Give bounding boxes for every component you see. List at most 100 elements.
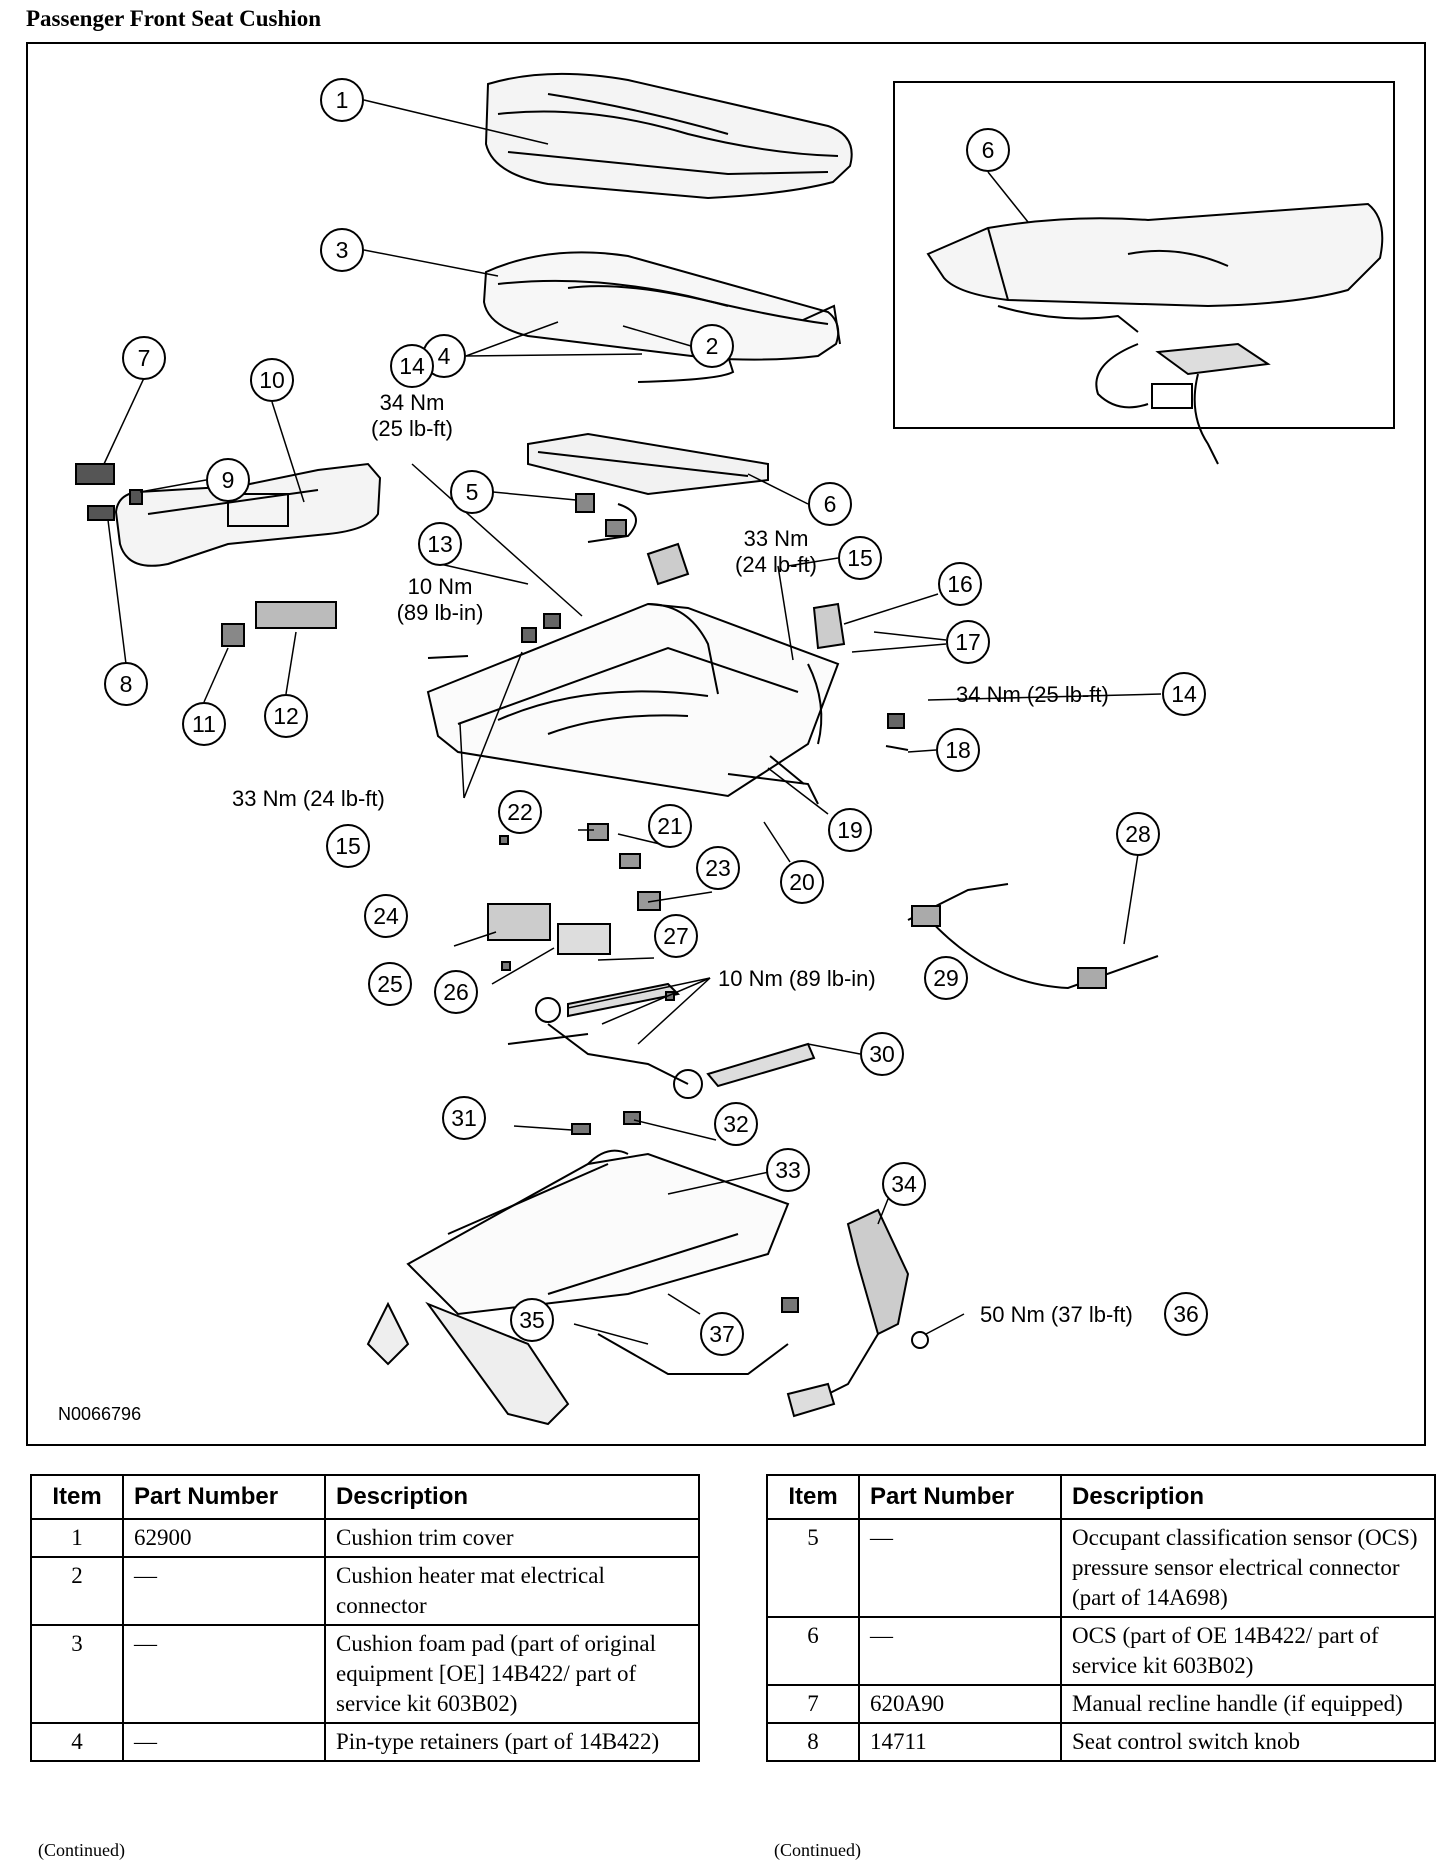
table-row: 4 — Pin-type retainers (part of 14B422) bbox=[30, 1722, 700, 1762]
callout-2: 2 bbox=[690, 324, 734, 368]
cell-desc: Seat control switch knob bbox=[1060, 1722, 1436, 1762]
table-header-row: Item Part Number Description bbox=[766, 1474, 1436, 1520]
table-row: 1 62900 Cushion trim cover bbox=[30, 1518, 700, 1558]
callout-label: 26 bbox=[443, 979, 469, 1005]
callout-35: 35 bbox=[510, 1298, 554, 1342]
callout-label: 6 bbox=[982, 137, 995, 163]
seat-frame-shape bbox=[426, 602, 840, 805]
callout-5: 5 bbox=[450, 470, 494, 514]
callout-label: 33 bbox=[775, 1157, 801, 1183]
callout-label: 37 bbox=[709, 1321, 735, 1347]
leader-lines bbox=[103, 99, 1162, 1345]
callout-label: 5 bbox=[466, 479, 479, 505]
callout-label: 15 bbox=[335, 833, 361, 859]
callout-19: 19 bbox=[828, 808, 872, 852]
callout-14b: 14 bbox=[1162, 672, 1206, 716]
parts-table-left: Item Part Number Description 1 62900 Cus… bbox=[30, 1474, 700, 1762]
cell-item: 8 bbox=[766, 1722, 860, 1762]
torque-15-lbft: (24 lb-ft) bbox=[735, 552, 817, 577]
callout-label: 36 bbox=[1173, 1301, 1199, 1327]
callout-label: 34 bbox=[891, 1171, 917, 1197]
callout-group: 1 2 3 4 5 6 6 7 8 9 10 11 12 13 14 14 15… bbox=[104, 78, 1208, 1356]
torque-13-lbin: (89 lb-in) bbox=[397, 600, 484, 625]
cell-item: 3 bbox=[30, 1624, 124, 1724]
cell-desc: Cushion heater mat electrical connector bbox=[324, 1556, 700, 1626]
torque-14-nm: 34 Nm bbox=[380, 390, 445, 415]
callout-label: 35 bbox=[519, 1307, 545, 1333]
cell-part: — bbox=[858, 1518, 1062, 1618]
callout-6-inset: 6 bbox=[966, 128, 1010, 172]
cell-desc: Cushion trim cover bbox=[324, 1518, 700, 1558]
inset-ocs-shape bbox=[926, 202, 1384, 465]
torque-14b: 34 Nm (25 lb-ft) bbox=[956, 682, 1109, 707]
cell-part: 14711 bbox=[858, 1722, 1062, 1762]
cell-item: 6 bbox=[766, 1616, 860, 1686]
table-header-row: Item Part Number Description bbox=[30, 1474, 700, 1520]
callout-8: 8 bbox=[104, 662, 148, 706]
callout-6: 6 bbox=[808, 482, 852, 526]
table-row: 5 — Occupant classification sensor (OCS)… bbox=[766, 1518, 1436, 1618]
cell-part: 620A90 bbox=[858, 1684, 1062, 1724]
callout-label: 29 bbox=[933, 965, 959, 991]
header-part-number: Part Number bbox=[858, 1474, 1062, 1520]
callout-label: 21 bbox=[657, 813, 683, 839]
callout-label: 18 bbox=[945, 737, 971, 763]
table-row: 2 — Cushion heater mat electrical connec… bbox=[30, 1556, 700, 1626]
torque-36: 50 Nm (37 lb-ft) bbox=[980, 1302, 1133, 1327]
callout-29: 29 bbox=[924, 956, 968, 1000]
diagram-svg: 1 2 3 4 5 6 6 7 8 9 10 11 12 13 14 14 15… bbox=[58, 72, 1395, 1426]
callout-15: 15 bbox=[838, 536, 882, 580]
table-row: 8 14711 Seat control switch knob bbox=[766, 1722, 1436, 1762]
callout-32: 32 bbox=[714, 1102, 758, 1146]
callout-label: 2 bbox=[706, 333, 719, 359]
callout-31: 31 bbox=[442, 1096, 486, 1140]
cell-desc: Manual recline handle (if equipped) bbox=[1060, 1684, 1436, 1724]
cell-item: 5 bbox=[766, 1518, 860, 1618]
callout-label: 1 bbox=[336, 87, 349, 113]
callout-25: 25 bbox=[368, 962, 412, 1006]
callout-9: 9 bbox=[206, 458, 250, 502]
callout-label: 27 bbox=[663, 923, 689, 949]
callout-10: 10 bbox=[250, 358, 294, 402]
ocs-mat-shape bbox=[527, 432, 769, 543]
callout-3: 3 bbox=[320, 228, 364, 272]
torque-14-lbft: (25 lb-ft) bbox=[371, 416, 453, 441]
callout-16: 16 bbox=[938, 562, 982, 606]
header-description: Description bbox=[324, 1474, 700, 1520]
header-description: Description bbox=[1060, 1474, 1436, 1520]
cell-item: 7 bbox=[766, 1684, 860, 1724]
torque-labels: 34 Nm (25 lb-ft) 10 Nm (89 lb-in) 33 Nm … bbox=[232, 390, 1133, 1327]
cell-part: 62900 bbox=[122, 1518, 326, 1558]
torque-13-nm: 10 Nm bbox=[408, 574, 473, 599]
callout-label: 25 bbox=[377, 971, 403, 997]
callout-37: 37 bbox=[700, 1312, 744, 1356]
cable-28-shape bbox=[907, 883, 1159, 990]
callout-36: 36 bbox=[1164, 1292, 1208, 1336]
callout-22: 22 bbox=[498, 790, 542, 834]
harness-35-shape bbox=[597, 1333, 789, 1375]
callout-label: 7 bbox=[138, 345, 151, 371]
inset-box bbox=[893, 81, 1395, 429]
callout-label: 15 bbox=[847, 545, 873, 571]
callout-27: 27 bbox=[654, 914, 698, 958]
callout-label: 14 bbox=[399, 353, 425, 379]
callout-label: 10 bbox=[259, 367, 285, 393]
callout-34: 34 bbox=[882, 1162, 926, 1206]
header-item: Item bbox=[30, 1474, 124, 1520]
cell-item: 1 bbox=[30, 1518, 124, 1558]
table-row: 6 — OCS (part of OE 14B422/ part of serv… bbox=[766, 1616, 1436, 1686]
table-row: 7 620A90 Manual recline handle (if equip… bbox=[766, 1684, 1436, 1724]
small-parts-shape bbox=[427, 493, 909, 1313]
callout-20: 20 bbox=[780, 860, 824, 904]
seat-track-shape bbox=[366, 1149, 790, 1426]
cell-desc: Pin-type retainers (part of 14B422) bbox=[324, 1722, 700, 1762]
belt-buckle-shape bbox=[786, 1208, 929, 1418]
callout-label: 20 bbox=[789, 869, 815, 895]
callout-18: 18 bbox=[936, 728, 980, 772]
callout-label: 28 bbox=[1125, 821, 1151, 847]
torque-15-nm: 33 Nm bbox=[744, 526, 809, 551]
cell-desc: OCS (part of OE 14B422/ part of service … bbox=[1060, 1616, 1436, 1686]
continued-right: (Continued) bbox=[774, 1840, 861, 1860]
callout-label: 6 bbox=[824, 491, 837, 517]
header-item: Item bbox=[766, 1474, 860, 1520]
